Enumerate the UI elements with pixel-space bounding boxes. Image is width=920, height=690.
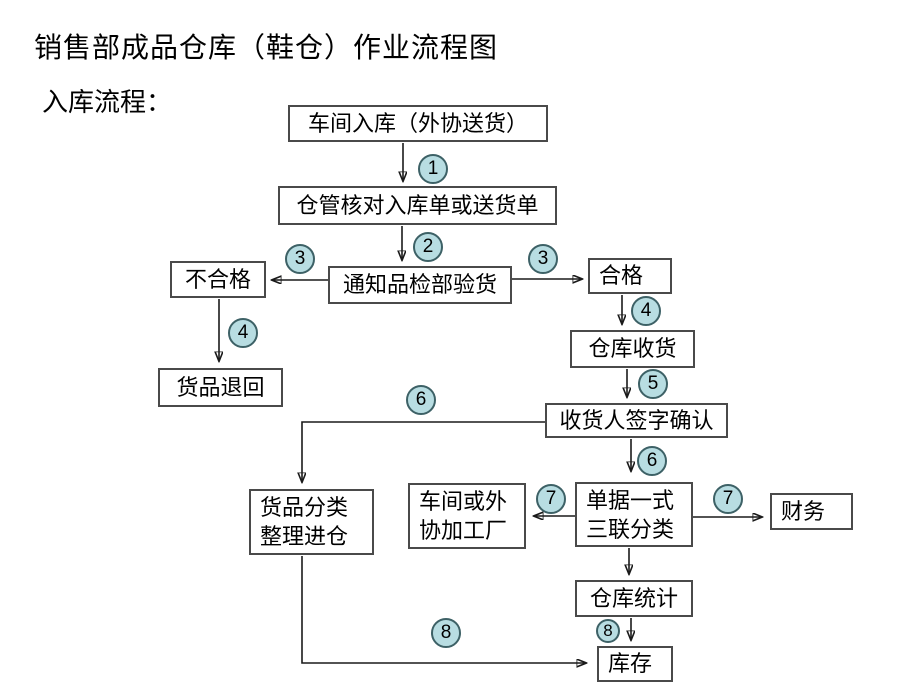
step-circle-8-left: 8 bbox=[431, 618, 461, 648]
box-inventory: 库存 bbox=[597, 646, 673, 682]
box-qualified: 合格 bbox=[588, 258, 672, 294]
box-workshop-inbound: 车间入库（外协送货） bbox=[288, 105, 548, 142]
step-circle-5: 5 bbox=[638, 369, 668, 399]
box-notify-qc: 通知品检部验货 bbox=[328, 266, 512, 304]
box-unqualified: 不合格 bbox=[170, 261, 266, 298]
step-circle-3-right: 3 bbox=[528, 244, 558, 274]
step-circle-2: 2 bbox=[413, 232, 443, 262]
step-circle-6-right: 6 bbox=[637, 446, 667, 476]
page-title: 销售部成品仓库（鞋仓）作业流程图 bbox=[34, 33, 499, 64]
box-warehouse-stats: 仓库统计 bbox=[575, 580, 693, 617]
step-circle-3-left: 3 bbox=[285, 244, 315, 274]
arrow-sign-to-sort bbox=[302, 421, 545, 482]
box-finance: 财务 bbox=[770, 493, 853, 530]
box-warehouse-receive: 仓库收货 bbox=[570, 330, 695, 368]
step-circle-1: 1 bbox=[418, 154, 448, 184]
step-circle-4-right: 4 bbox=[631, 296, 661, 326]
step-circle-4-left: 4 bbox=[228, 318, 258, 348]
step-circle-7-left: 7 bbox=[536, 484, 566, 514]
box-receiver-sign: 收货人签字确认 bbox=[545, 403, 728, 438]
box-docs-triplicate: 单据一式 三联分类 bbox=[575, 482, 693, 547]
box-goods-returned: 货品退回 bbox=[158, 368, 283, 407]
box-workshop-or-factory: 车间或外 协加工厂 bbox=[408, 483, 526, 549]
step-circle-8-right: 8 bbox=[596, 619, 620, 643]
box-sort-into-warehouse: 货品分类 整理进仓 bbox=[249, 489, 374, 555]
page-subtitle: 入库流程： bbox=[42, 88, 173, 117]
step-circle-7-right: 7 bbox=[713, 484, 743, 514]
step-circle-6-left: 6 bbox=[406, 385, 436, 415]
box-verify-receipt: 仓管核对入库单或送货单 bbox=[278, 186, 557, 225]
